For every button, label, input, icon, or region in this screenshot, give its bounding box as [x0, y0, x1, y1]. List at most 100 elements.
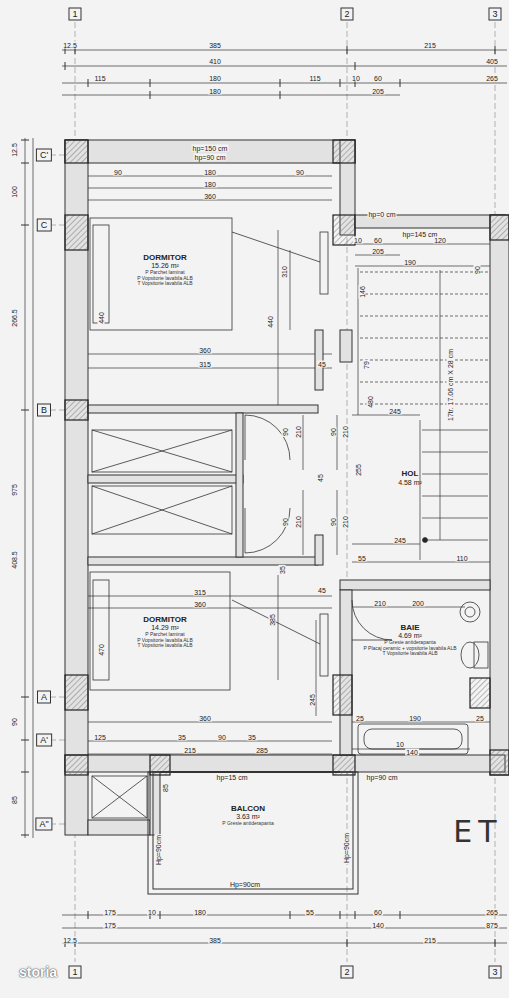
- dimension-label: 265: [485, 75, 499, 82]
- dimension-label: 140: [371, 922, 385, 929]
- dimension-label: 215: [423, 42, 437, 49]
- room-name: HOL: [377, 469, 443, 478]
- dimension-label: 440: [98, 311, 105, 325]
- dimension-label: hp=150 cm: [192, 145, 229, 152]
- room-label: DORMITOR15.26 m²P Parchet laminatP Vopsi…: [110, 251, 220, 289]
- dimension-label: 90: [282, 427, 289, 437]
- dimension-label: 146: [359, 285, 366, 299]
- dimension-label: 120: [433, 237, 447, 244]
- dimension-label: 360: [198, 715, 212, 722]
- grid-axis-label: C: [37, 219, 52, 232]
- room-label: DORMITOR14.29 m²P Parchet laminatP Vopsi…: [110, 613, 220, 651]
- room-area: 3.63 m²: [195, 813, 301, 821]
- dimension-label: 10: [351, 75, 361, 82]
- grid-axis-label: 3: [488, 966, 501, 979]
- dimension-label: 90: [330, 517, 337, 527]
- room-name: BAIE: [356, 623, 464, 632]
- dimension-label: 90: [217, 734, 227, 741]
- dimension-label: hp=90 cm: [194, 154, 227, 161]
- dimension-label: Hp=90cm: [229, 881, 261, 888]
- finish-note: P Gresie antiderapanta: [195, 821, 301, 827]
- dimension-label: 90: [330, 427, 337, 437]
- dimension-label: 210: [342, 515, 349, 529]
- dimension-label: 60: [373, 237, 383, 244]
- stair-tread: [360, 360, 488, 361]
- dimension-label: 100: [11, 185, 18, 199]
- stair-tread: [422, 540, 488, 541]
- grid-axis-label: 1: [68, 966, 81, 979]
- dimension-label: 12.5: [62, 42, 78, 49]
- grid-axis-label: A': [36, 734, 52, 747]
- stair-tread: [422, 474, 488, 475]
- dimension-label: 480: [367, 395, 374, 409]
- grid-axis-label: 2: [340, 966, 353, 979]
- dimension-label: 245: [393, 537, 407, 544]
- room-label: BALCON3.63 m²P Gresie antiderapanta: [193, 802, 303, 829]
- dimension-label: 210: [342, 425, 349, 439]
- dimension-label: 90: [295, 169, 305, 176]
- dimension-label: Hp=90cm: [343, 832, 350, 864]
- dimension-label: 440: [267, 315, 274, 329]
- dimension-label: 55: [305, 909, 315, 916]
- dimension-label: 360: [203, 193, 217, 200]
- dimension-lines: [21, 46, 507, 947]
- dimension-label: 125: [93, 734, 107, 741]
- room-label: HOL4.58 m²: [375, 467, 445, 488]
- dimension-label: 210: [295, 515, 302, 529]
- dimension-label: 200: [411, 600, 425, 607]
- dimension-label: 140: [405, 749, 419, 756]
- stairs: [358, 268, 488, 560]
- stair-tread: [360, 316, 488, 317]
- dimension-label: 875: [485, 922, 499, 929]
- dimension-label: 410: [208, 58, 222, 65]
- grid-axis-label: 2: [340, 8, 353, 21]
- dimension-label: 360: [198, 347, 212, 354]
- stair-tread: [360, 382, 488, 383]
- grid-axis-label: C': [36, 149, 52, 162]
- dimension-label: 45: [317, 587, 327, 594]
- dimension-label: 35: [279, 565, 286, 575]
- grid-axis-label: A": [35, 818, 52, 831]
- stair-tread: [422, 430, 488, 431]
- dimension-label: hp=15 cm: [216, 774, 249, 781]
- grid-axis-label: A: [37, 691, 51, 704]
- dimension-label: 90: [474, 265, 481, 275]
- finish-note: T Vopsitorie lavabila ALB: [356, 651, 464, 657]
- stair-tread: [360, 294, 488, 295]
- stair-tread: [360, 338, 488, 339]
- walls: [65, 140, 509, 835]
- dimension-label: 110: [455, 555, 468, 562]
- dimension-label: 180: [203, 169, 217, 176]
- dimension-label: 245: [309, 693, 316, 707]
- dimension-label: 266.5: [11, 308, 18, 328]
- dimension-label: 470: [98, 643, 105, 657]
- dimension-label: 285: [255, 747, 269, 754]
- dimension-label: 975: [11, 483, 18, 497]
- stair-tread: [422, 452, 488, 453]
- room-area: 4.58 m²: [377, 479, 443, 487]
- dimension-label: 310: [281, 265, 288, 279]
- dimension-label: 385: [208, 42, 222, 49]
- dimension-label: 60: [373, 909, 383, 916]
- doors: [245, 415, 392, 640]
- dimension-label: 210: [295, 425, 302, 439]
- room-name: BALCON: [195, 804, 301, 813]
- dimension-label: 190: [403, 259, 417, 266]
- dimension-label: 115: [308, 75, 321, 82]
- finish-note: T Vopsitorie lavabila ALB: [112, 281, 218, 287]
- dimension-label: 265: [485, 909, 499, 916]
- dimension-label: 245: [388, 408, 402, 415]
- grid-lines: [50, 22, 495, 962]
- dimension-label: 385: [208, 937, 222, 944]
- dimension-label: 180: [203, 181, 217, 188]
- dimension-label: 12.5: [11, 142, 18, 158]
- watermark: storia: [18, 965, 58, 979]
- dimension-label: 215: [423, 937, 437, 944]
- dimension-label: 85: [11, 795, 18, 805]
- dimension-label: 315: [198, 361, 212, 368]
- dimension-label: 385: [269, 613, 276, 627]
- dimension-label: 45: [317, 361, 327, 368]
- dimension-label: 175: [103, 909, 117, 916]
- grid-axis-label: B: [37, 404, 51, 417]
